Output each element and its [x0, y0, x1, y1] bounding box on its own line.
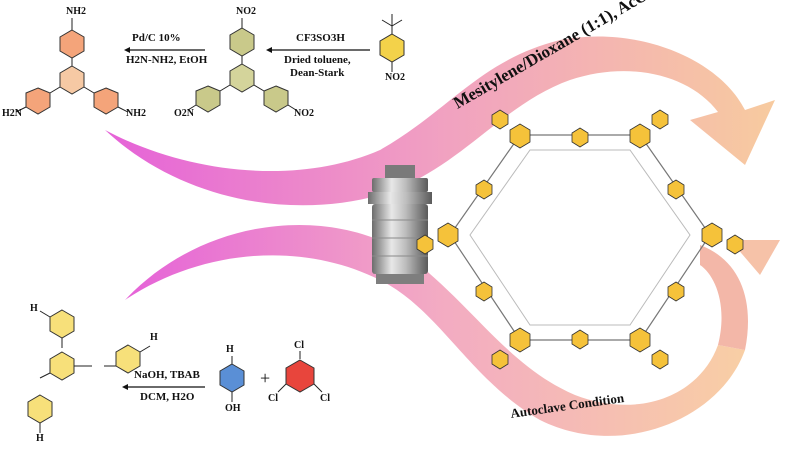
cyanuric-cl-right: Cl: [320, 393, 330, 404]
hydroxybenzaldehyde: [219, 356, 245, 402]
cyanuric-cl-top: Cl: [294, 340, 304, 351]
step1-condition-1: Pd/C 10%: [132, 32, 181, 44]
cof-node-left: [437, 222, 459, 248]
amine-ring-top: [59, 29, 85, 59]
lower-curved-arrow: [125, 224, 745, 436]
plus-sign: +: [260, 368, 271, 388]
cof-node-top-left: [509, 123, 531, 149]
cof-link-2: [667, 179, 685, 200]
amine-top-label: NH2: [66, 6, 86, 17]
cof-node-bottom-right: [629, 327, 651, 353]
cof-arm-6: [416, 234, 434, 255]
cyanuric-ring: [285, 359, 315, 393]
cof-link-1: [571, 127, 589, 148]
nitro-ring-right: [263, 85, 289, 113]
nitro-ring-left: [195, 85, 221, 113]
cof-node-right: [701, 222, 723, 248]
step1-condition-2: H2N-NH2, EtOH: [126, 54, 208, 66]
amine-left-label: H2N: [2, 108, 22, 119]
cof-node-top-right: [629, 123, 651, 149]
step0-condition-2: Dried toluene,: [284, 54, 351, 66]
phenol-oh-label: OH: [225, 403, 241, 414]
aldehyde-right-h: H: [150, 332, 158, 343]
cof-arm-4: [651, 349, 669, 370]
step1-arrowhead: [124, 47, 130, 53]
upper-curved-arrow: [105, 36, 775, 206]
triamine-product: [15, 18, 129, 115]
step0-condition-3: Dean-Stark: [290, 67, 345, 79]
nitroacetophenone: [379, 14, 405, 72]
cyanuric-chloride: [277, 351, 323, 393]
cof-arm-3: [726, 234, 744, 255]
cof-pore-outline: [449, 134, 711, 341]
step0-condition-1: CF3SO3H: [296, 32, 345, 44]
step2-arrowhead: [122, 384, 128, 390]
triazine-core: [49, 351, 75, 381]
nitro-right-label: NO2: [294, 108, 314, 119]
nitro-left-label: O2N: [174, 108, 194, 119]
step2-condition-2: DCM, H2O: [140, 391, 195, 403]
cof-arm-2: [651, 109, 669, 130]
cof-link-5: [475, 281, 493, 302]
aldehyde-ring-top: [49, 309, 75, 339]
cof-pore-outline-inner: [469, 149, 691, 326]
cof-arm-5: [491, 349, 509, 370]
aldehyde-top-h: H: [30, 303, 38, 314]
benzene-core-2: [229, 63, 255, 93]
cyanuric-cl-left: Cl: [268, 393, 278, 404]
autoclave-icon: [368, 165, 432, 284]
aldehyde-bottom-h: H: [36, 433, 44, 444]
step0-arrowhead: [266, 47, 272, 53]
trinitro-intermediate: [187, 18, 297, 113]
ketone-ring: [379, 33, 405, 63]
cof-link-6: [475, 179, 493, 200]
cof-node-bottom-left: [509, 327, 531, 353]
nitro-top-label: NO2: [236, 6, 256, 17]
amine-ring-left: [25, 87, 51, 115]
phenol-aldehyde-h: H: [226, 344, 234, 355]
step2-condition-1: NaOH, TBAB: [134, 369, 200, 381]
nitro-ring-top: [229, 27, 255, 57]
cof-link-4: [571, 329, 589, 350]
cof-link-3: [667, 281, 685, 302]
amine-ring-right: [93, 87, 119, 115]
trialdehyde-product: [27, 309, 151, 433]
cof-arm-1: [491, 109, 509, 130]
aldehyde-ring-bottom: [27, 394, 53, 424]
amine-right-label: NH2: [126, 108, 146, 119]
ketone-nitro-label: NO2: [385, 72, 405, 83]
cof-framework: [416, 109, 744, 370]
benzene-core: [59, 65, 85, 95]
lower-arrow-tail: [700, 245, 748, 350]
phenol-ring: [219, 363, 245, 393]
